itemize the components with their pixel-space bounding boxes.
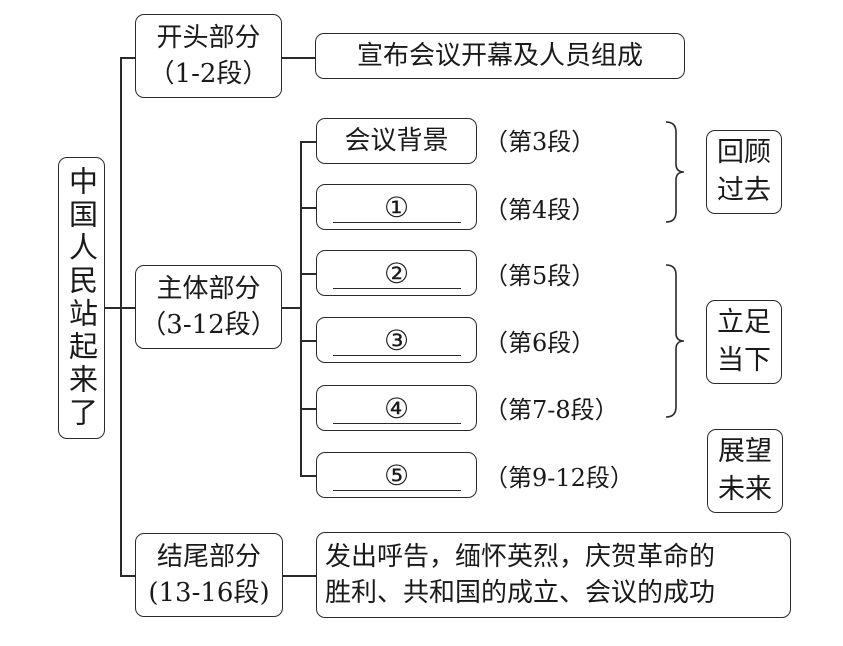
blank-item-box: ①	[316, 184, 477, 230]
body-item-para: （第9-12段）	[484, 464, 634, 492]
body-item-box: 会议背景	[316, 118, 477, 164]
connector	[300, 207, 316, 209]
brace-past	[665, 121, 685, 223]
connector	[300, 141, 302, 476]
body-part-box: 主体部分 （3-12段）	[135, 265, 282, 349]
body-item-para: （第4段）	[484, 196, 596, 224]
blank-item-label: ①	[383, 191, 410, 224]
connector	[120, 575, 135, 577]
theme-line: 展望	[718, 436, 772, 467]
ending-desc-line: 胜利、共和国的成立、会议的成功	[325, 578, 716, 608]
opening-desc: 宣布会议开幕及人员组成	[356, 41, 643, 71]
theme-present-box: 立足 当下	[706, 300, 782, 384]
body-item-para: （第5段）	[484, 262, 596, 290]
opening-part-box: 开头部分 （1-2段）	[135, 14, 282, 98]
blank-underline	[332, 355, 461, 356]
theme-line: 未来	[718, 474, 772, 505]
brace-present	[665, 264, 685, 418]
opening-desc-box: 宣布会议开幕及人员组成	[315, 33, 685, 79]
ending-desc-box: 发出呼告，缅怀英烈，庆贺革命的 胜利、共和国的成立、会议的成功	[316, 532, 791, 618]
blank-item-box: ④	[316, 385, 477, 431]
ending-part-name: 结尾部分	[156, 542, 261, 572]
body-item-para: （第6段）	[484, 329, 596, 357]
connector	[283, 575, 317, 577]
theme-line: 当下	[717, 345, 771, 376]
connector	[300, 340, 316, 342]
blank-underline	[332, 423, 461, 424]
connector	[300, 141, 316, 143]
blank-item-label: ⑤	[383, 459, 410, 492]
blank-item-label: ③	[383, 324, 410, 357]
ending-part-box: 结尾部分 (13-16段)	[135, 533, 283, 617]
connector	[300, 273, 316, 275]
body-item-label: 会议背景	[344, 126, 449, 156]
theme-line: 立足	[717, 307, 771, 338]
connector	[105, 307, 121, 309]
body-part-name: 主体部分	[156, 274, 261, 304]
connector	[282, 57, 316, 59]
connector	[120, 307, 135, 309]
root-title: 中国人民站起来了	[64, 166, 99, 430]
connector	[282, 307, 302, 309]
ending-desc-line: 发出呼告，缅怀英烈，庆贺革命的	[325, 542, 716, 572]
blank-item-box: ②	[316, 250, 477, 296]
blank-underline	[332, 490, 461, 491]
opening-part-range: （1-2段）	[148, 59, 269, 89]
body-item-para: （第3段）	[484, 128, 596, 156]
blank-item-label: ②	[383, 257, 410, 290]
blank-underline	[332, 288, 461, 289]
opening-part-name: 开头部分	[156, 23, 261, 53]
root-title-box: 中国人民站起来了	[58, 157, 105, 439]
blank-item-label: ④	[383, 392, 410, 425]
body-part-range: （3-12段）	[140, 310, 277, 340]
blank-item-box: ⑤	[316, 452, 477, 498]
connector	[120, 57, 122, 575]
theme-line: 过去	[717, 175, 771, 206]
body-item-para: （第7-8段）	[484, 396, 619, 424]
connector	[120, 57, 135, 59]
ending-part-range: (13-16段)	[148, 578, 270, 608]
blank-item-box: ③	[316, 317, 477, 363]
blank-underline	[332, 222, 461, 223]
connector	[300, 475, 316, 477]
theme-past-box: 回顾 过去	[706, 130, 782, 214]
theme-line: 回顾	[717, 137, 771, 168]
theme-future-box: 展望 未来	[707, 429, 783, 513]
connector	[300, 408, 316, 410]
